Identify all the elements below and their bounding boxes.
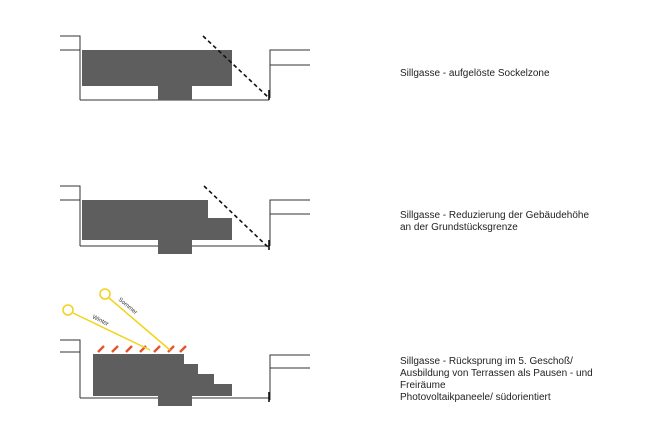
building-mass [82,50,232,100]
caption-line: Sillgasse - Rücksprung im 5. Geschoß/ [400,356,573,367]
pv-panel [125,345,133,353]
pv-panel [97,345,105,353]
caption-line: Ausbildung von Terrassen als Pausen - un… [400,368,593,379]
summer-sun-icon [99,288,111,300]
neighbor-building-right [269,49,310,98]
caption-line: Photovoltaikpaneele/ südorientiert [400,392,551,403]
pv-panel [167,345,175,353]
winter-sun-ray [72,312,151,351]
neighbor-building-left [60,185,81,246]
caption-line: Sillgasse - aufgelöste Sockelzone [400,68,550,79]
winter-sun-icon [62,304,74,316]
setback-line [203,185,270,249]
pv-panel [111,345,119,353]
section-3-drawing: Sommer Winter [60,288,310,406]
neighbor-building-right [269,199,310,246]
building-mass [93,354,232,406]
setback-line [202,35,270,99]
summer-sun-ray [108,297,171,351]
pv-panel [153,345,161,353]
section-1-drawing [60,35,310,101]
caption-line: Sillgasse - Reduzierung der Gebäudehöhe [400,210,590,221]
section-2-caption: Sillgasse - Reduzierung der Gebäudehöhe … [400,210,589,234]
section-3-caption: Sillgasse - Rücksprung im 5. Geschoß/ Au… [400,356,593,404]
caption-line: Freiräume [400,380,446,391]
section-2-drawing [60,185,310,254]
neighbor-building-left [60,339,81,398]
caption-line: an der Grundstücksgrenze [400,222,518,233]
building-mass [82,200,232,254]
neighbor-building-right [269,354,310,400]
neighbor-building-left [60,35,81,100]
section-1-caption: Sillgasse - aufgelöste Sockelzone [400,68,550,80]
pv-panel [179,345,187,353]
